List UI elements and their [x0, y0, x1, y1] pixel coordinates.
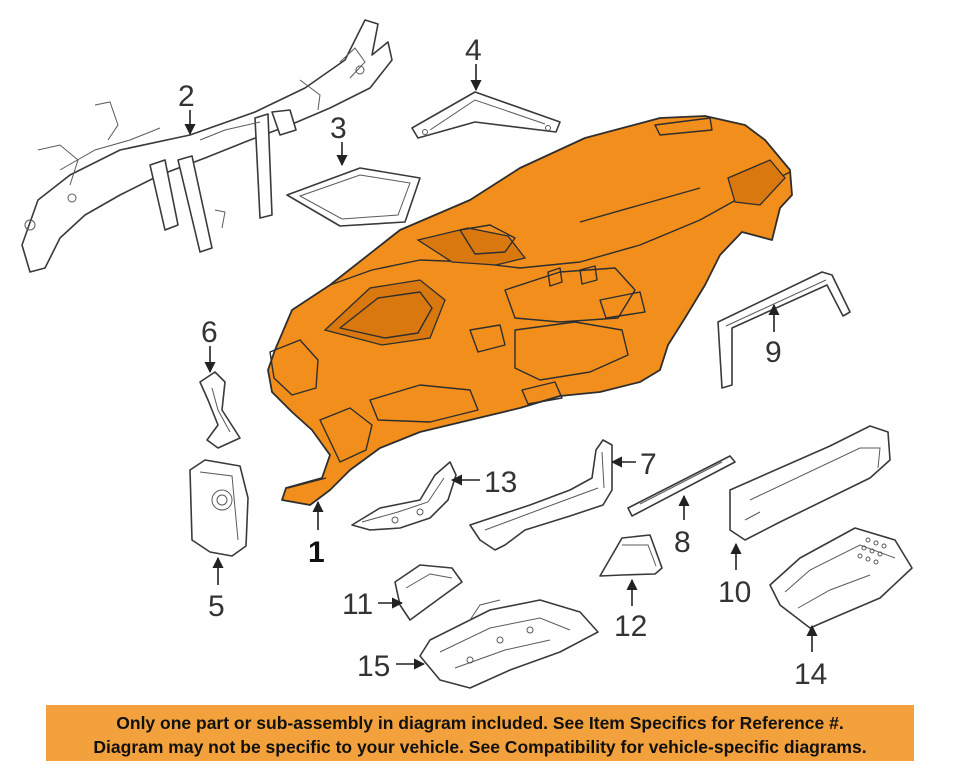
part-13-lower-bracket	[351, 461, 457, 531]
notice-line-1: Only one part or sub-assembly in diagram…	[116, 713, 844, 733]
callout-10: 10	[718, 576, 751, 609]
callout-2: 2	[178, 80, 195, 113]
callout-7: 7	[640, 448, 657, 481]
notice-line-2: Diagram may not be specific to your vehi…	[93, 737, 867, 757]
callout-4: 4	[465, 34, 482, 67]
callout-8: 8	[674, 526, 691, 559]
callout-14: 14	[794, 658, 827, 691]
part-9-trim-strip	[717, 271, 851, 389]
part-15-lower-tray	[419, 599, 599, 689]
callout-13: 13	[484, 466, 517, 499]
part-10-passenger-panel	[729, 425, 891, 541]
part-1-instrument-panel	[267, 115, 793, 506]
part-5-side-end-cap	[189, 459, 249, 557]
notice-banner: Only one part or sub-assembly in diagram…	[46, 705, 914, 761]
part-8-trim-molding	[627, 455, 736, 517]
callout-11: 11	[342, 588, 373, 621]
part-11-small-trim	[394, 564, 463, 621]
part-7-center-reinforcement	[469, 439, 613, 551]
part-3-upper-tray	[286, 167, 421, 227]
part-6-side-bracket	[199, 371, 241, 449]
parts-diagram: 2 3 4 6 9 1 5 13 7 8 10 11 12 14 15	[21, 19, 913, 691]
callout-6: 6	[201, 316, 218, 349]
part-12-center-lower-panel	[599, 534, 663, 577]
part-4-top-cover	[411, 91, 561, 139]
callout-1: 1	[308, 536, 325, 569]
part-14-glove-box-housing	[769, 527, 913, 629]
callout-9: 9	[765, 336, 782, 369]
callout-15: 15	[357, 650, 390, 683]
callout-3: 3	[330, 112, 347, 145]
callout-5: 5	[208, 590, 225, 623]
part-2-cross-car-beam	[21, 19, 393, 273]
callout-labels: 2 3 4 6 9 1 5 13 7 8 10 11 12 14 15	[178, 34, 827, 691]
leader-lines	[184, 64, 818, 670]
callout-12: 12	[614, 610, 647, 643]
